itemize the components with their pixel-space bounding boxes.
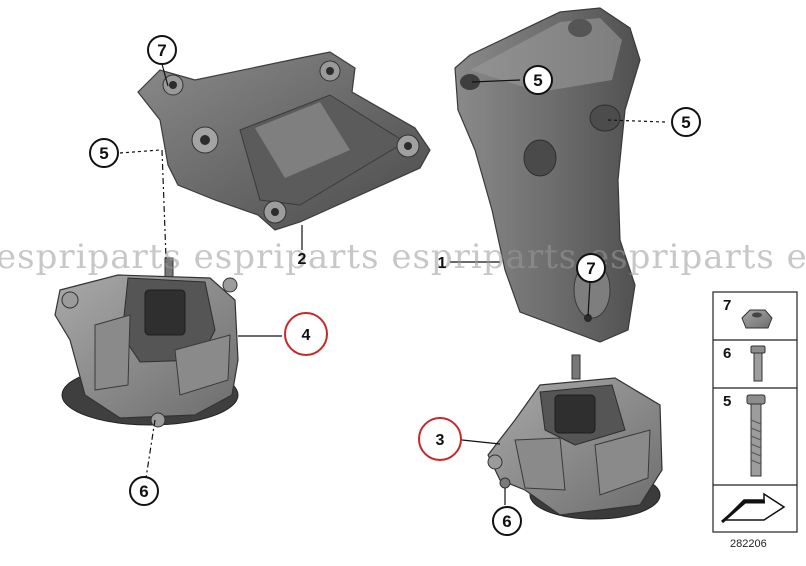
callout-7-top-left[interactable]: 7 [147,35,177,65]
short-bolt-icon [750,345,766,382]
callout-label: 6 [502,512,511,531]
callout-2[interactable]: 2 [298,251,307,268]
legend-item-7-nut[interactable]: 7 [723,297,773,329]
watermark-text: espriparts espriparts espriparts espripa… [0,237,806,277]
callout-4-highlighted[interactable]: 4 [284,312,328,356]
legend-label: 5 [723,393,731,410]
legend-label: 7 [723,297,731,314]
long-bolt-icon [746,394,766,477]
bracket-part-2 [137,51,431,231]
legend-label: 6 [723,345,731,362]
callout-5-left[interactable]: 5 [89,138,119,168]
callout-label: 2 [298,251,307,268]
nut-icon [741,309,773,329]
callout-label: 5 [681,113,690,132]
callout-5-mid-right[interactable]: 5 [671,107,701,137]
engine-mount-part-3 [487,354,663,520]
callout-5-top-right[interactable]: 5 [523,65,553,95]
callout-3-highlighted[interactable]: 3 [418,417,462,461]
legend-item-5-bolt[interactable]: 5 [723,393,766,477]
callout-label: 7 [157,41,166,60]
callout-6-right[interactable]: 6 [492,506,522,536]
engine-mount-part-4 [54,257,239,428]
hardware-legend: 7 6 5 [712,291,798,533]
callout-label: 1 [438,255,447,272]
callout-label: 5 [533,71,542,90]
callout-6-left[interactable]: 6 [129,476,159,506]
callout-7-right[interactable]: 7 [576,253,606,283]
direction-arrow-icon [721,492,786,524]
callout-label: 6 [139,482,148,501]
nut-hole [752,312,762,318]
diagram-reference-number: 282206 [730,538,767,550]
callout-1[interactable]: 1 [438,255,447,272]
callout-label: 7 [586,259,595,278]
bracket-part-1 [454,7,641,343]
callout-label: 5 [99,144,108,163]
callout-label: 3 [436,432,445,449]
legend-item-6-bolt[interactable]: 6 [723,345,766,382]
leader-lines [119,63,666,505]
highlight-ring [284,312,328,356]
highlight-ring [418,417,462,461]
callout-label: 4 [302,327,311,344]
